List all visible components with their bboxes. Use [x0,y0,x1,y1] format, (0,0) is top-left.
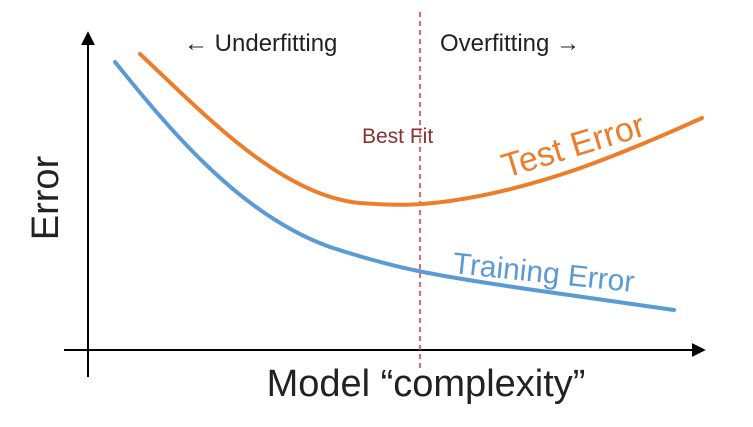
training-error-curve [113,60,676,312]
overfitting-label: Overfitting → [440,30,580,57]
y-axis-title: Error [25,155,67,240]
underfitting-label: ← Underfitting [184,30,337,57]
test-error-curve [138,52,704,207]
x-axis-title: Model “complexity” [267,363,586,405]
best-fit-label: Best Fit [362,125,433,148]
test-error-label: Test Error [497,106,649,185]
